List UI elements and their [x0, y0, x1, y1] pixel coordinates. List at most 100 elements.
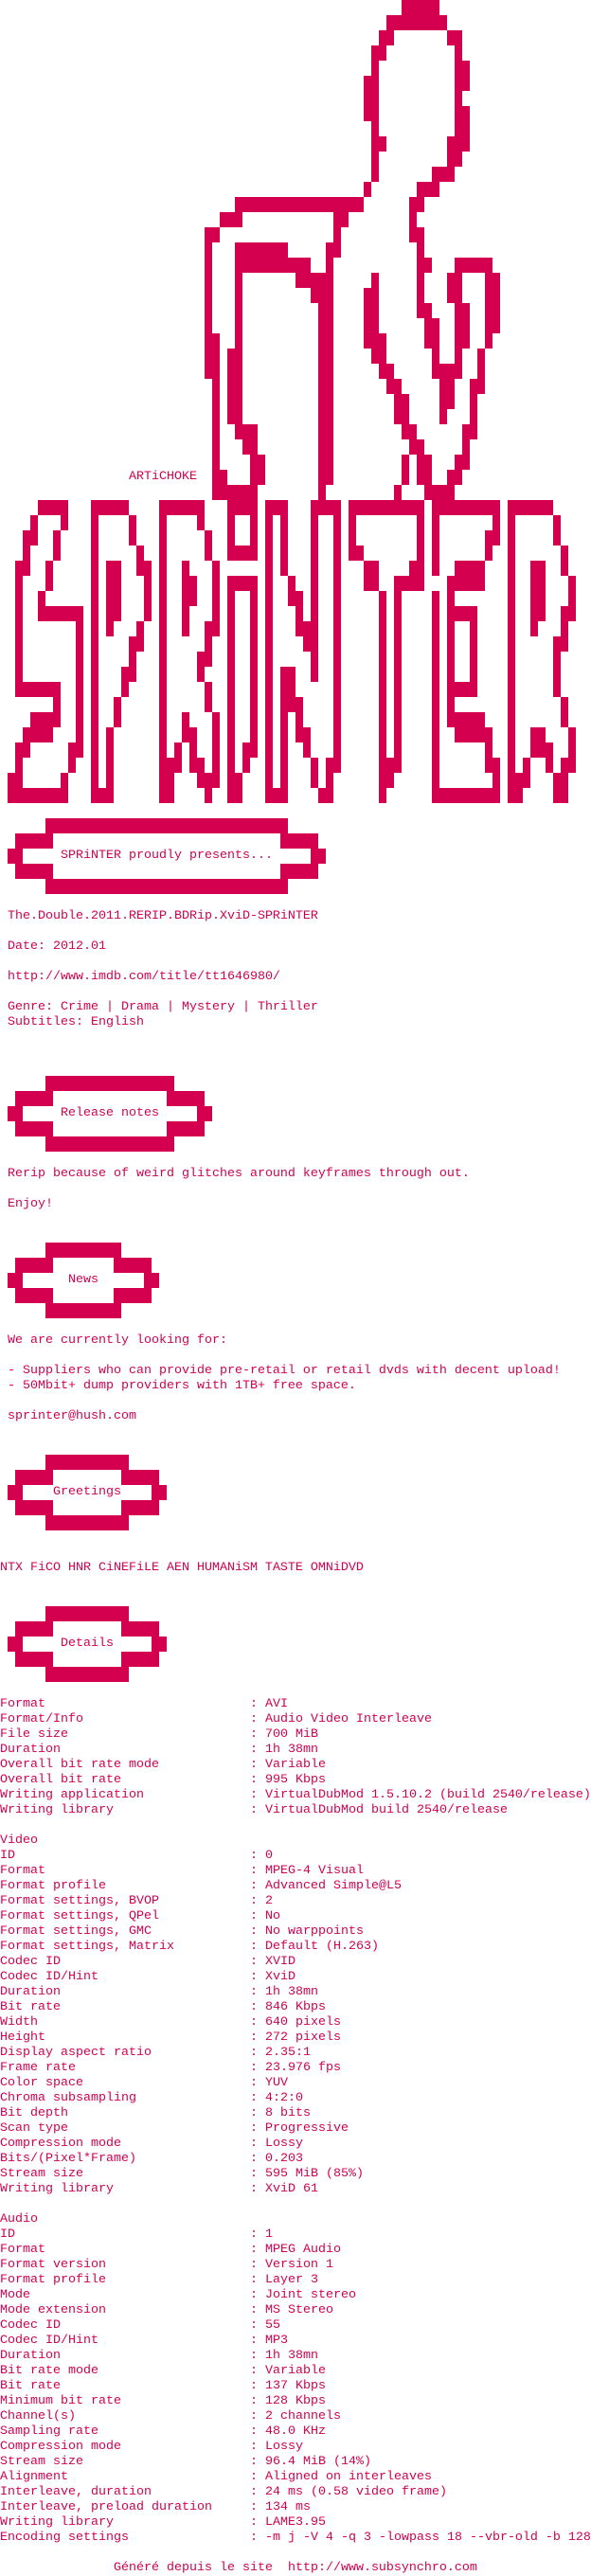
detail-label: Chroma subsampling [0, 2091, 136, 2105]
greetings-heading: Greetings [53, 1485, 121, 1499]
audio-detail-row: Writing library: LAME3.95 [0, 2515, 591, 2531]
detail-value: : 1 [250, 2227, 273, 2242]
detail-label: ID [0, 2227, 15, 2242]
detail-value: : 995 Kbps [250, 1773, 326, 1787]
audio-detail-row: Channel(s): 2 channels [0, 2409, 591, 2424]
detail-label: Writing application [0, 1788, 144, 1802]
banner-inner [23, 1273, 144, 1288]
video-detail-row: Format profile: Advanced Simple@L5 [0, 1879, 591, 1894]
detail-value: : 137 Kbps [250, 2379, 326, 2393]
detail-label: Bit rate [0, 2379, 61, 2393]
detail-value: : 4:2:0 [250, 2091, 303, 2105]
detail-label: Scan type [0, 2121, 68, 2136]
audio-detail-row: Compression mode: Lossy [0, 2440, 591, 2455]
detail-value: : 2.35:1 [250, 2046, 311, 2060]
audio-detail-row: Format: MPEG Audio [0, 2243, 591, 2258]
banner-inner [23, 1637, 152, 1652]
detail-value: : VirtualDubMod build 2540/release [250, 1803, 508, 1817]
video-detail-row: Format settings, BVOP: 2 [0, 1894, 591, 1909]
detail-value: : Variable [250, 2364, 326, 2378]
detail-label: Bits/(Pixel*Frame) [0, 2152, 136, 2166]
detail-label: Interleave, preload duration [0, 2500, 212, 2514]
detail-value: : LAME3.95 [250, 2515, 326, 2530]
news-heading: News [68, 1273, 98, 1287]
release-notes-banner: Release notes [0, 1076, 591, 1152]
audio-detail-row: Bit rate : 137 Kbps [0, 2379, 591, 2394]
detail-value: : Lossy [250, 2137, 303, 2151]
audio-detail-row: Interleave, preload duration: 134 ms [0, 2500, 591, 2515]
video-detail-row: Bit depth: 8 bits [0, 2106, 591, 2121]
detail-value: : 846 Kbps [250, 2000, 326, 2014]
detail-value: : 700 MiB [250, 1727, 318, 1742]
video-detail-row: Frame rate: 23.976 fps [0, 2061, 591, 2076]
detail-label: Display aspect ratio [0, 2046, 152, 2060]
logo-artist-credit: ARTiCHOKE [129, 470, 197, 484]
contact-email[interactable]: sprinter@hush.com [8, 1409, 136, 1423]
detail-label: Audio [0, 2212, 38, 2227]
general-detail-row: Format/Info: Audio Video Interleave [0, 1712, 591, 1727]
detail-value: : 1h 38mn [250, 1743, 318, 1757]
detail-label: Encoding settings [0, 2531, 129, 2545]
detail-value: : 128 Kbps [250, 2394, 326, 2408]
video-detail-row: Width : 640 pixels [0, 2015, 591, 2030]
video-detail-row: Format settings, GMC: No warppoints [0, 1924, 591, 1940]
detail-label: Codec ID/Hint [0, 1970, 98, 1984]
detail-value: : 272 pixels [250, 2030, 341, 2045]
audio-detail-row: Duration : 1h 38mn [0, 2349, 591, 2364]
banner-inner [23, 1485, 152, 1500]
footer-credit[interactable]: Généré depuis le site http://www.subsync… [114, 2561, 477, 2575]
detail-value: : XviD [250, 1970, 296, 1984]
detail-label: Overall bit rate mode [0, 1758, 159, 1772]
general-detail-row: File size: 700 MiB [0, 1727, 591, 1743]
detail-label: Format settings, BVOP [0, 1894, 159, 1908]
detail-label: Minimum bit rate [0, 2394, 121, 2408]
detail-label: Width [0, 2015, 38, 2030]
presents-heading: SPRiNTER proudly presents... [61, 849, 273, 863]
audio-detail-row: Codec ID: 55 [0, 2318, 591, 2334]
detail-value: : -m j -V 4 -q 3 -lowpass 18 --vbr-old -… [250, 2531, 591, 2545]
detail-label: Writing library [0, 1803, 114, 1817]
imdb-link[interactable]: http://www.imdb.com/title/tt1646980/ [8, 970, 280, 984]
video-detail-row: Scan type : Progressive [0, 2121, 591, 2137]
detail-value: : XVID [250, 1955, 296, 1969]
detail-label: Format settings, QPel [0, 1909, 159, 1923]
news-banner: News [0, 1243, 591, 1318]
detail-value: : 1h 38mn [250, 1985, 318, 1999]
detail-value: : 1h 38mn [250, 2349, 318, 2363]
general-detail-row: Writing application: VirtualDubMod 1.5.1… [0, 1788, 591, 1803]
sprinter-logo-art [8, 0, 576, 803]
detail-value: : 55 [250, 2318, 280, 2333]
detail-label: Format/Info [0, 1712, 83, 1726]
audio-detail-row: Format profile: Layer 3 [0, 2273, 591, 2288]
detail-value: : YUV [250, 2076, 288, 2090]
details-banner: Details [0, 1606, 591, 1682]
detail-label: Duration [0, 2349, 61, 2363]
detail-value: : MP3 [250, 2334, 288, 2348]
general-detail-row: Overall bit rate: 995 Kbps [0, 1773, 591, 1788]
detail-label: Format version [0, 2258, 106, 2272]
video-detail-row: Compression mode: Lossy [0, 2137, 591, 2152]
audio-detail-row: Mode: Joint stereo [0, 2288, 591, 2303]
detail-label: Bit rate mode [0, 2364, 98, 2378]
greetings-groups: NTX FiCO HNR CiNEFiLE AEN HUMANiSM TASTE… [0, 1561, 364, 1575]
video-detail-row: Format settings, QPel: No [0, 1909, 591, 1924]
audio-detail-row: Sampling rate: 48.0 KHz [0, 2424, 591, 2440]
detail-label: Format settings, GMC [0, 1924, 152, 1939]
detail-label: Alignment [0, 2470, 68, 2484]
detail-label: Format settings, Matrix [0, 1940, 174, 1954]
detail-value: : Progressive [250, 2121, 349, 2136]
video-detail-row: Duration: 1h 38mn [0, 1985, 591, 2000]
audio-detail-row: Format version: Version 1 [0, 2258, 591, 2273]
banner-inner [23, 849, 311, 864]
release-genre: Genre: Crime | Drama | Mystery | Thrille… [8, 1000, 318, 1014]
detail-value: : Advanced Simple@L5 [250, 1879, 402, 1893]
video-detail-row: Bits/(Pixel*Frame): 0.203 [0, 2152, 591, 2167]
detail-value: : 640 pixels [250, 2015, 341, 2030]
detail-label: Codec ID/Hint [0, 2334, 98, 2348]
general-detail-row: Writing library : VirtualDubMod build 254… [0, 1803, 591, 1818]
detail-value: : 48.0 KHz [250, 2424, 326, 2439]
detail-value: : 24 ms (0.58 video frame) [250, 2485, 447, 2499]
audio-detail-row: Codec ID/Hint : MP3 [0, 2334, 591, 2349]
audio-detail-row: ID : 1 [0, 2227, 591, 2243]
detail-label: Bit depth [0, 2106, 68, 2120]
